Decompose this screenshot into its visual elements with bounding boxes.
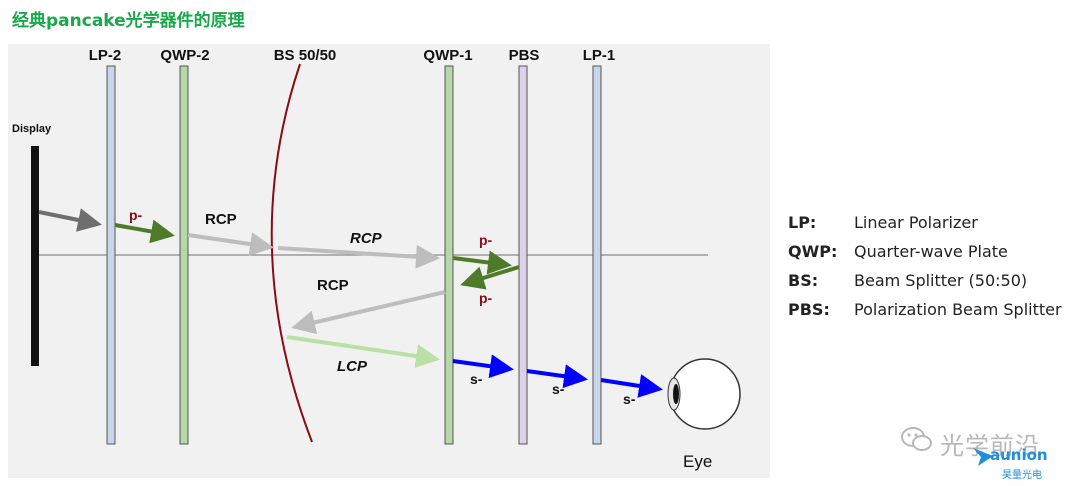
qwp2-label: QWP-2	[160, 47, 209, 64]
brand-logo-icon	[973, 448, 993, 466]
beam-rcp-qwp1-to-bs	[291, 290, 446, 335]
qwp2-plate	[179, 65, 189, 445]
qwp1-plate	[444, 65, 454, 445]
bs-label: BS 50/50	[274, 47, 337, 64]
eye-label: Eye	[683, 452, 712, 471]
beam-label-p-2: p-	[479, 232, 493, 248]
page-title: 经典pancake光学器件的原理	[12, 11, 245, 31]
pancake-optics-diagram: Display LP-2 QWP-2 BS 50/50 QWP-1 PBS LP…	[12, 47, 741, 471]
legend-abbr: LP:	[788, 213, 817, 232]
diagram-panel: Display LP-2 QWP-2 BS 50/50 QWP-1 PBS LP…	[8, 44, 770, 478]
beam-label-lcp: LCP	[337, 358, 368, 375]
display-panel	[31, 146, 39, 366]
beam-label-rcp-2: RCP	[350, 230, 383, 247]
beam-label-p-3: p-	[479, 290, 493, 306]
beam-rcp-qwp2-to-bs	[187, 232, 274, 256]
beam-p-reflected-from-pbs	[460, 265, 520, 290]
legend-row: PBS: Polarization Beam Splitter	[788, 295, 1062, 324]
beam-s-lp1-to-eye	[600, 374, 663, 398]
legend-desc: Quarter-wave Plate	[854, 242, 1008, 261]
display-label: Display	[12, 123, 52, 135]
beam-label-s-1: s-	[470, 371, 483, 387]
beam-label-rcp-1: RCP	[205, 211, 237, 228]
legend-row: BS: Beam Splitter (50:50)	[788, 266, 1062, 295]
beam-s-qwp1-to-pbs	[452, 354, 514, 379]
wechat-icon	[901, 427, 932, 451]
brand-name: aunion	[990, 446, 1048, 464]
legend-desc: Beam Splitter (50:50)	[854, 271, 1028, 290]
beam-label-p-1: p-	[129, 207, 143, 223]
eye-icon	[667, 358, 741, 430]
pbs-label: PBS	[509, 47, 540, 64]
legend-row: LP: Linear Polarizer	[788, 208, 1062, 237]
legend-abbr: PBS:	[788, 300, 830, 319]
beam-rcp-bs-to-qwp1	[277, 244, 440, 269]
lp1-label: LP-1	[583, 47, 616, 64]
lp1-plate	[592, 65, 602, 445]
beam-s-pbs-to-lp1	[526, 364, 588, 389]
legend-row: QWP: Quarter-wave Plate	[788, 237, 1062, 266]
beam-label-rcp-3: RCP	[317, 277, 349, 294]
beam-label-s-2: s-	[552, 381, 565, 397]
pbs-plate	[518, 65, 528, 445]
legend-desc: Linear Polarizer	[854, 213, 978, 232]
lp2-plate	[106, 65, 116, 445]
beam-display-to-lp2	[38, 208, 102, 232]
beam-lcp-bs-to-qwp1	[286, 335, 440, 368]
legend: LP: Linear Polarizer QWP: Quarter-wave Pla…	[788, 208, 1062, 324]
beam-label-s-3: s-	[623, 391, 636, 407]
legend-abbr: QWP:	[788, 242, 838, 261]
beam-p-lp2-to-qwp2	[114, 219, 175, 244]
bs-curved-mirror	[270, 63, 313, 443]
legend-desc: Polarization Beam Splitter	[854, 300, 1062, 319]
beam-p-qwp1-to-pbs	[452, 250, 512, 275]
qwp1-label: QWP-1	[423, 47, 472, 64]
brand-sub: 昊量光电	[1002, 470, 1042, 481]
legend-abbr: BS:	[788, 271, 819, 290]
lp2-label: LP-2	[89, 47, 122, 64]
